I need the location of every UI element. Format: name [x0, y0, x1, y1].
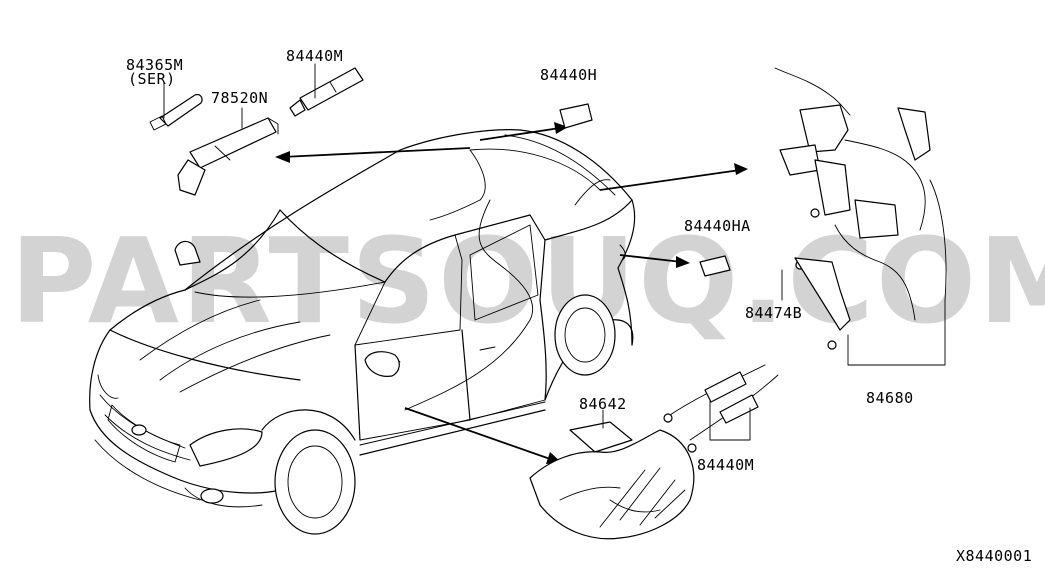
part-84365m: [149, 81, 203, 131]
drawing-code: X8440001: [956, 547, 1032, 565]
part-84440ha: [699, 255, 731, 277]
label-84642: 84642: [579, 395, 627, 413]
label-78520n: 78520N: [211, 89, 268, 107]
latch-assembly-84680: [774, 67, 947, 366]
part-84440m-bottom: [663, 364, 779, 453]
part-78520n: [177, 107, 279, 196]
label-84474b: 84474B: [745, 304, 802, 322]
part-84440h: [559, 103, 593, 129]
label-84365m: 84365M: [126, 56, 183, 74]
part-84642-opener: [529, 409, 695, 540]
car-illustration: [89, 129, 636, 535]
label-84440m-bottom: 84440M: [697, 456, 754, 474]
label-84440h: 84440H: [540, 66, 597, 84]
label-84440m-top: 84440M: [286, 47, 343, 65]
label-ser: (SER): [128, 70, 176, 88]
label-84440ha: 84440HA: [684, 217, 751, 235]
label-84680: 84680: [866, 389, 914, 407]
part-84440m-top: [289, 63, 364, 117]
leader-arrows: [275, 122, 748, 464]
part-labels: 84365M (SER) 78520N 84440M 84440H 84440H…: [126, 47, 1032, 565]
